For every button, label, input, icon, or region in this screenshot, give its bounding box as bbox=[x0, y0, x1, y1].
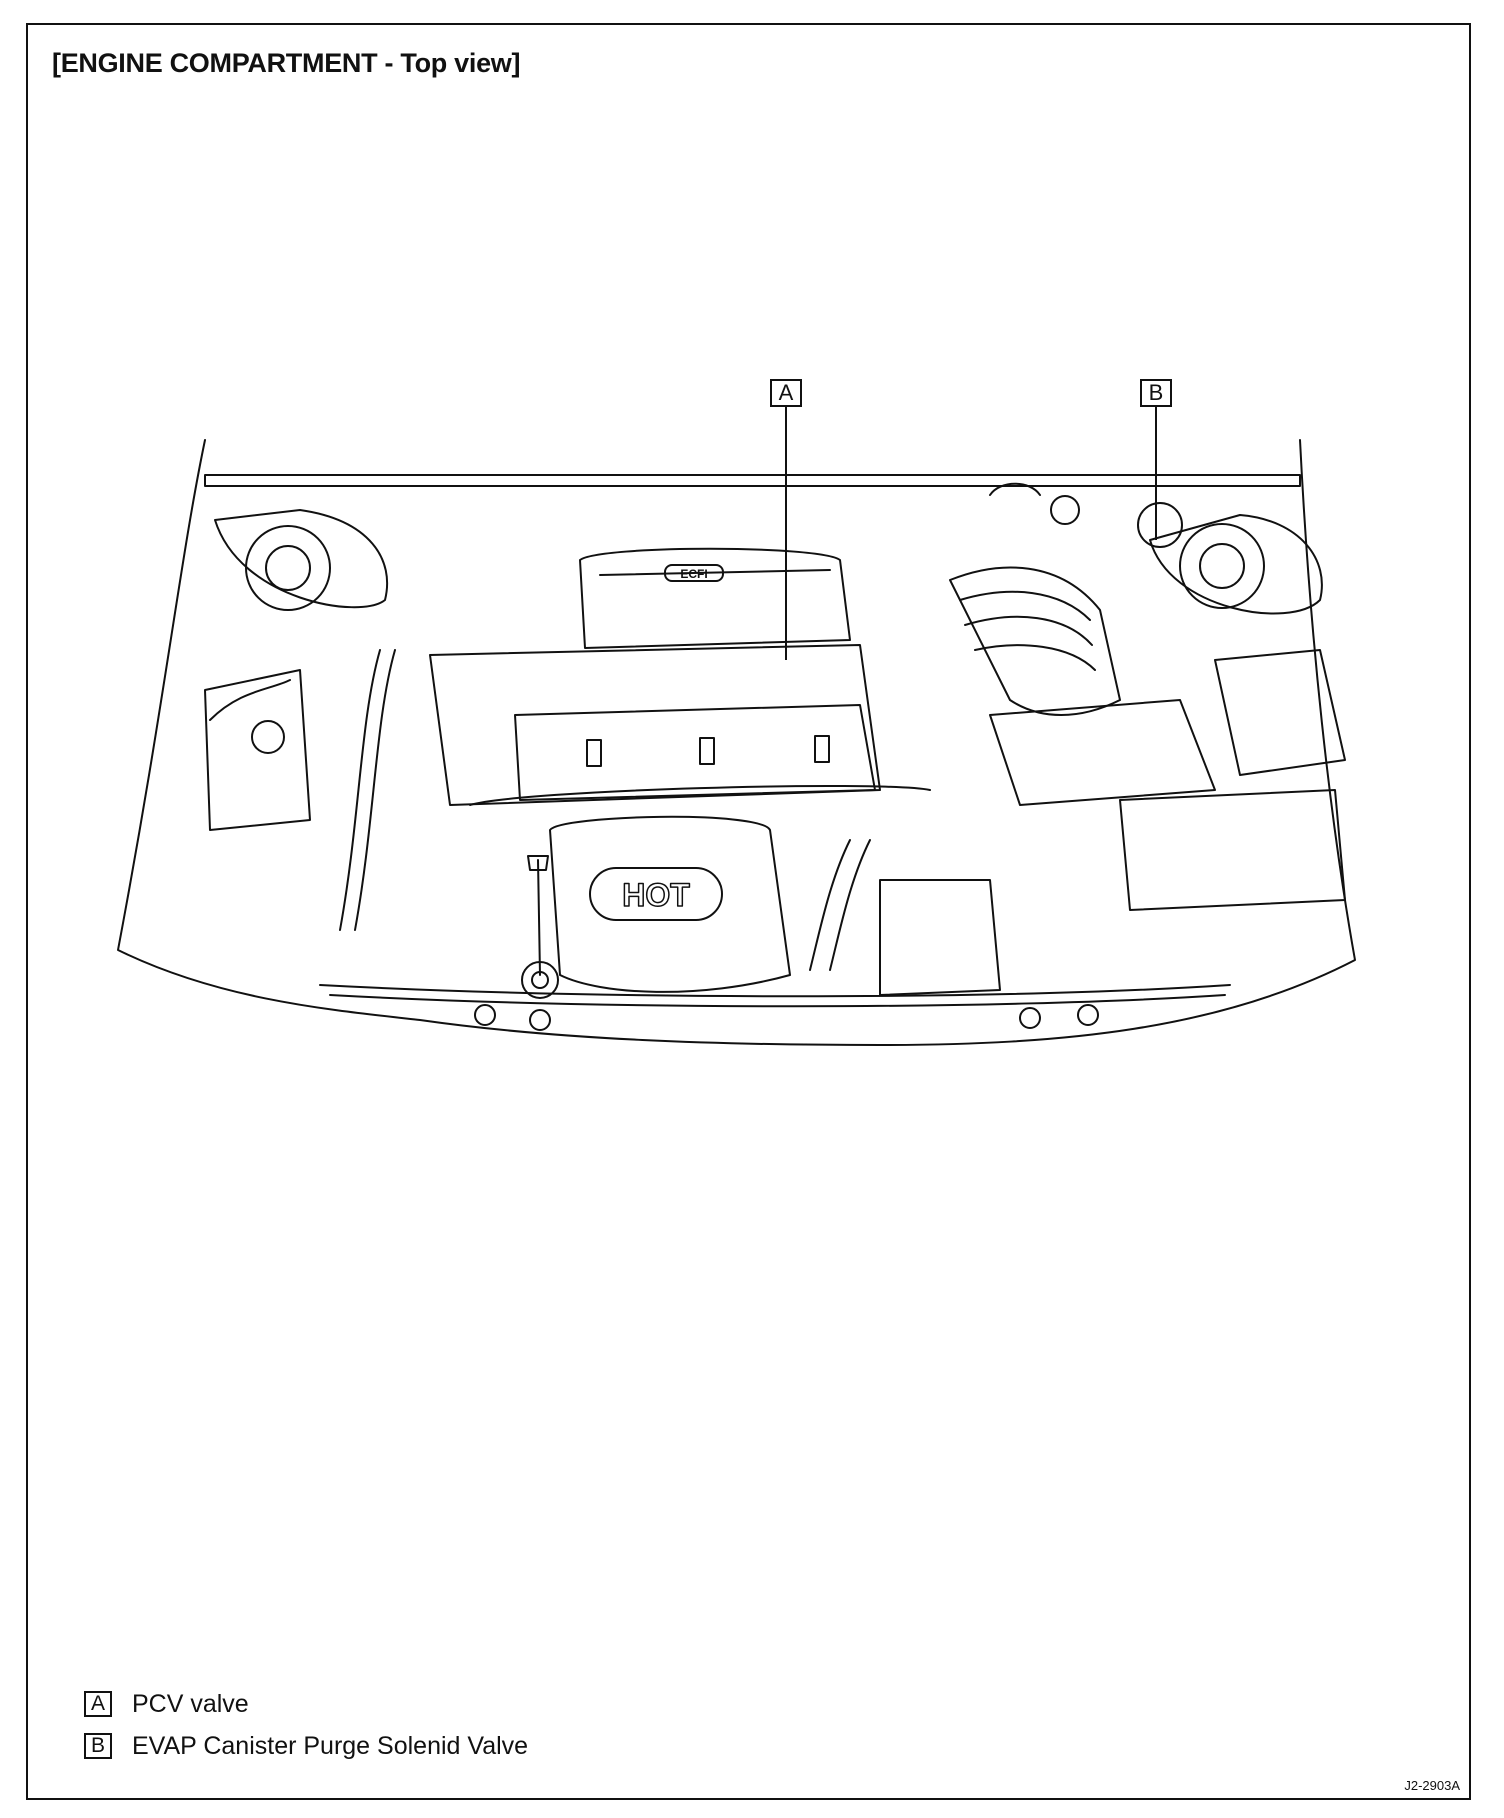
ecfi-badge bbox=[664, 564, 724, 582]
figure-code: J2-2903A bbox=[1404, 1778, 1460, 1793]
legend-item-b: B EVAP Canister Purge Solenid Valve bbox=[84, 1732, 528, 1760]
cowl-line bbox=[204, 474, 1301, 487]
legend-item-a: A PCV valve bbox=[84, 1690, 528, 1718]
legend-label-a: PCV valve bbox=[132, 1689, 249, 1718]
timing-cover bbox=[549, 815, 791, 993]
hot-badge bbox=[589, 867, 723, 921]
legend: A PCV valve B EVAP Canister Purge Soleni… bbox=[84, 1690, 528, 1774]
coolant-cap bbox=[251, 720, 285, 754]
left-strut-tower bbox=[245, 525, 331, 611]
intake-plenum bbox=[579, 547, 851, 649]
legend-key-b: B bbox=[84, 1733, 112, 1759]
legend-label-b: EVAP Canister Purge Solenid Valve bbox=[132, 1731, 529, 1760]
air-cleaner-box bbox=[989, 699, 1216, 806]
right-strut-tower bbox=[1179, 523, 1265, 609]
page-border bbox=[26, 23, 1471, 1800]
hood-outline bbox=[117, 439, 1356, 1046]
intake-text: ECFI bbox=[680, 567, 707, 581]
radiator-support bbox=[319, 984, 1231, 998]
coolant-reservoir bbox=[204, 669, 311, 831]
engine-cover-text: HOT bbox=[622, 877, 690, 913]
battery bbox=[1119, 789, 1346, 911]
valve-cover bbox=[429, 644, 881, 806]
legend-key-a: A bbox=[84, 1691, 112, 1717]
fuse-box bbox=[1214, 649, 1346, 776]
air-intake-hose bbox=[949, 566, 1121, 716]
callout-b: B bbox=[1140, 379, 1172, 407]
page-title: [ENGINE COMPARTMENT - Top view] bbox=[52, 48, 521, 78]
dipstick bbox=[537, 859, 541, 976]
callout-a: A bbox=[770, 379, 802, 407]
